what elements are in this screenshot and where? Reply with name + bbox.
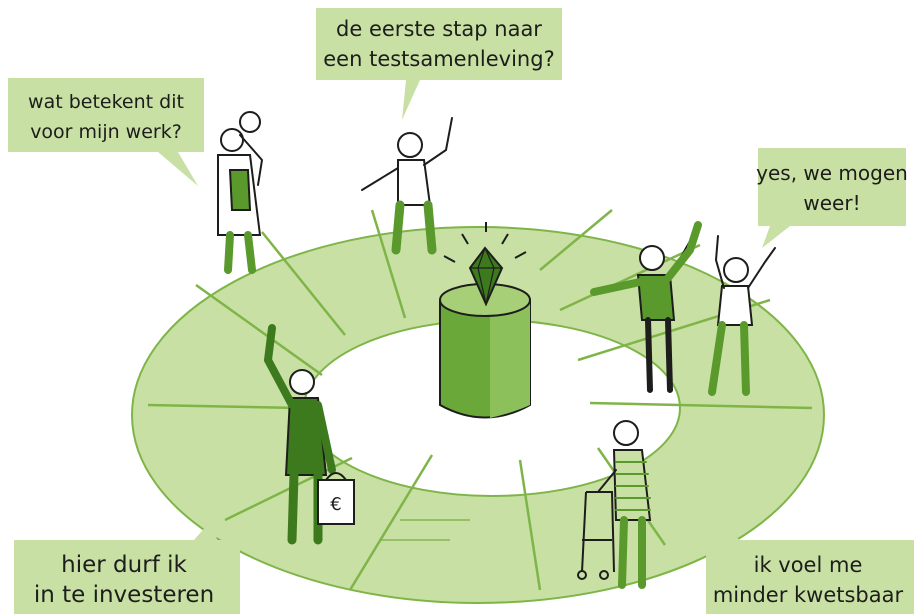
bubble-bottom-left-line2: in te investeren <box>34 582 214 608</box>
bubble-top-center-line2: een testsamenleving? <box>323 47 554 71</box>
bubble-top-center-line1: de eerste stap naar <box>336 17 542 41</box>
euro-symbol: € <box>330 494 341 515</box>
bubble-right-line2: weer! <box>803 191 860 215</box>
speech-bubble-top-left: wat betekent dit voor mijn werk? <box>8 78 204 186</box>
walker-icon <box>577 491 615 580</box>
figure-shopper <box>263 324 336 545</box>
bubble-top-left-line1: wat betekent dit <box>28 91 184 113</box>
figure-top-center <box>361 117 453 255</box>
gem-icon <box>443 222 527 307</box>
bubble-bottom-left-line1: hier durf ik <box>61 552 187 578</box>
bubble-top-left-line2: voor mijn werk? <box>30 121 182 143</box>
figure-man-pointing <box>590 221 702 393</box>
figure-parent-with-child <box>217 111 264 274</box>
bubble-bottom-right-line2: minder kwetsbaar <box>713 583 904 607</box>
speech-bubble-top-center: de eerste stap naar een testsamenleving? <box>316 8 562 120</box>
bubble-bottom-right-line1: ik voel me <box>754 553 863 577</box>
figure-woman-cheering <box>708 235 776 396</box>
ring-hatch <box>380 519 470 541</box>
speech-bubble-bottom-right: ik voel me minder kwetsbaar <box>688 504 914 614</box>
shopping-bag-icon: € <box>317 472 355 525</box>
figure-elderly-with-walker <box>597 420 652 589</box>
speech-bubble-right: yes, we mogen weer! <box>756 148 908 248</box>
speech-bubble-bottom-left: hier durf ik in te investeren <box>14 508 240 614</box>
bubble-right-line1: yes, we mogen <box>756 161 908 185</box>
